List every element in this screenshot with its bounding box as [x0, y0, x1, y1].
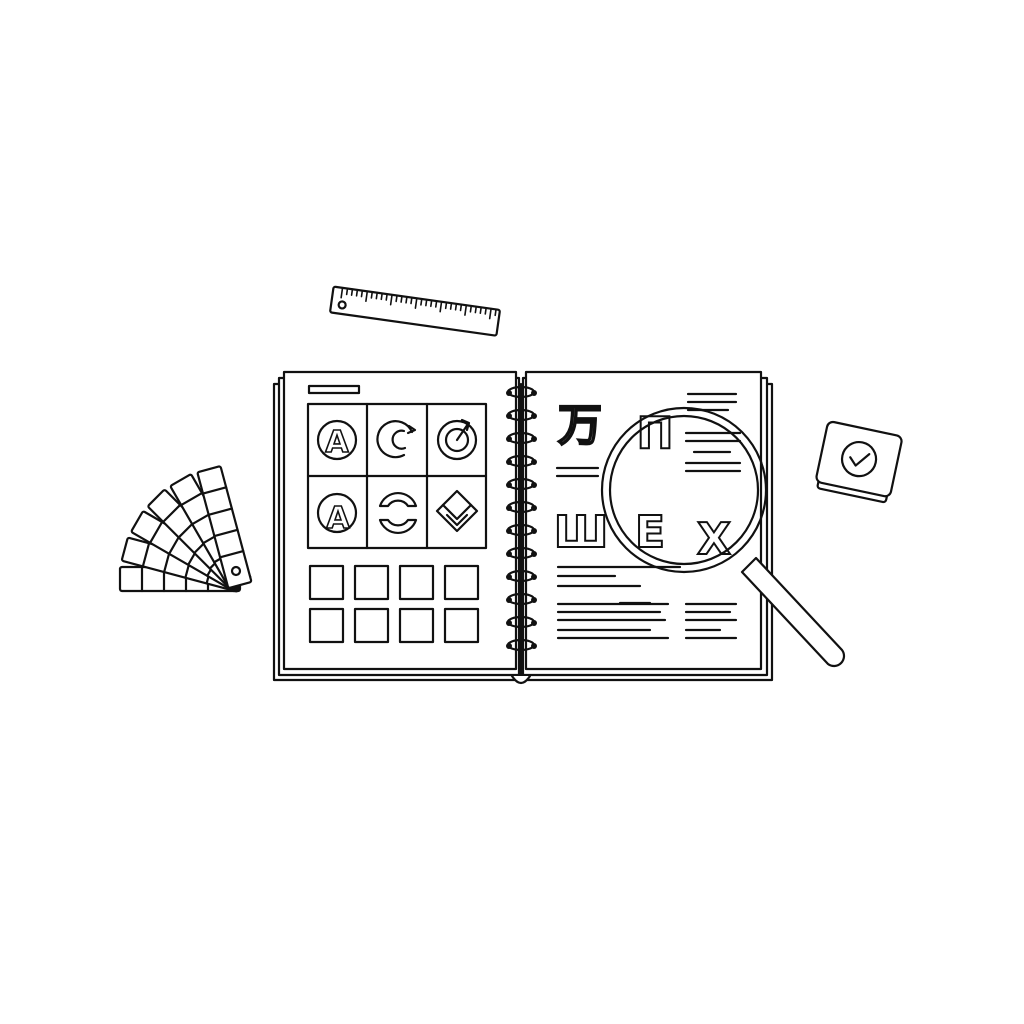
spiral-binding [506, 385, 537, 652]
left-page-content: A A [306, 384, 488, 644]
ruler-tick [355, 289, 359, 297]
ruler-tick [360, 289, 364, 298]
ruler-tick [380, 292, 383, 301]
ruler-tick [444, 301, 448, 310]
ruler-tick [370, 291, 374, 299]
ruler-tick [449, 302, 453, 310]
spiral-ring [506, 477, 537, 491]
ruler-tick [395, 294, 398, 303]
ruler-tick [414, 297, 418, 309]
spiral-ring [506, 431, 537, 445]
magnified-detail [684, 431, 742, 473]
swatch-square [308, 607, 345, 644]
logo-mark-target [436, 418, 478, 461]
color-swatch-card [196, 465, 253, 589]
ruler-tick [385, 293, 388, 301]
swatch-square [443, 564, 480, 601]
ruler-tick [474, 305, 478, 314]
ruler-tick [340, 287, 344, 299]
logo-mark-a-circle: A [316, 419, 358, 461]
rubber-stamp [815, 420, 903, 504]
ruler-tick [454, 303, 458, 311]
ruler-tick [434, 300, 438, 308]
spiral-ring [506, 615, 537, 629]
notebook-right-page [524, 370, 763, 671]
ruler-tick [425, 298, 428, 307]
swatch-square [398, 607, 435, 644]
spiral-notebook: A A [272, 370, 774, 685]
svg-text:A: A [326, 501, 350, 536]
spiral-ring [506, 569, 537, 583]
page-heading-bar [307, 384, 361, 395]
ruler-tick [479, 306, 482, 315]
color-swatch-fan [118, 465, 253, 593]
spiral-ring [506, 638, 537, 652]
swatch-square [353, 564, 390, 601]
ruler-tick [405, 296, 408, 304]
logo-mark-swirl [376, 420, 417, 459]
text-lines [556, 392, 738, 640]
ruler-tick [494, 308, 497, 317]
ruler-tick [484, 307, 487, 315]
ruler-tick [365, 290, 369, 303]
square-swatch-grid [308, 564, 480, 644]
spiral-ring [506, 546, 537, 560]
ruler-tick [464, 304, 468, 316]
spiral-ring [506, 592, 537, 606]
ruler-tick [420, 298, 423, 306]
ruler-tick [389, 293, 393, 306]
ruler-tick [400, 295, 403, 303]
spiral-ring [506, 385, 537, 399]
ruler-tick [459, 303, 463, 312]
spiral-ring [506, 523, 537, 537]
spiral-ring [506, 454, 537, 468]
spiral-ring [506, 500, 537, 514]
ruler-tick [439, 300, 443, 313]
svg-text:Π: Π [637, 408, 674, 459]
logo-mark-a-ring: A [316, 492, 358, 537]
magnifying-glass [600, 406, 846, 668]
swatch-square [308, 564, 345, 601]
logo-mark-split-ring [378, 491, 418, 535]
ruler-tick [488, 307, 492, 320]
ruler-tick [410, 296, 413, 305]
swatch-square [443, 607, 480, 644]
ruler [329, 285, 501, 337]
swatch-square [353, 607, 390, 644]
svg-text:Ш: Ш [554, 507, 608, 558]
svg-text:E: E [635, 507, 665, 558]
spiral-ring [506, 408, 537, 422]
ruler-tick [350, 288, 354, 296]
ruler-ticks [340, 287, 497, 320]
ruler-tick [430, 299, 433, 308]
right-page-content: 万 Π Ш E X [553, 392, 738, 640]
ruler-tick [345, 287, 349, 296]
svg-text:万: 万 [558, 400, 602, 451]
ruler-tick [469, 305, 473, 313]
logo-mark-diamond [435, 489, 479, 533]
svg-text:A: A [325, 425, 349, 460]
swatch-square [398, 564, 435, 601]
ruler-tick [375, 291, 378, 300]
